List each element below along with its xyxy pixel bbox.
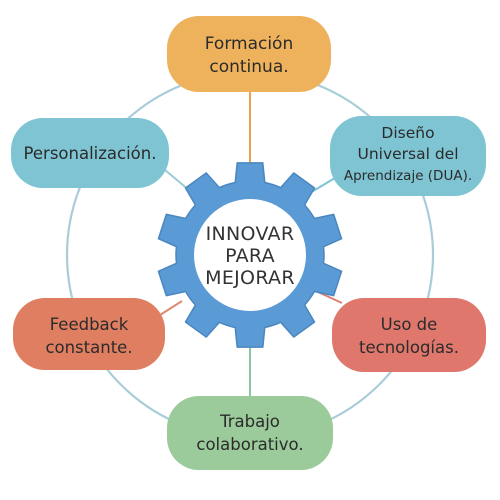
node-personalizacion-line-1: Personalización.	[24, 144, 157, 163]
center-gear: INNOVAR PARA MEJORAR	[157, 162, 343, 348]
center-title-line-2: PARA	[225, 245, 275, 267]
node-diseno-universal-line-1: Diseño	[381, 124, 434, 142]
node-feedback-constante-line-1: Feedback	[50, 315, 129, 334]
node-personalizacion-box	[11, 118, 169, 188]
node-formacion-continua-line-1: Formación	[205, 34, 294, 54]
node-trabajo-colaborativo-box	[167, 396, 333, 470]
node-trabajo-colaborativo-line-1: Trabajo	[219, 412, 280, 431]
node-personalizacion: Personalización.	[11, 118, 169, 188]
node-uso-tecnologias-box	[332, 298, 486, 372]
center-title-line-3: MEJORAR	[205, 267, 295, 289]
node-formacion-continua: Formación continua.	[167, 16, 331, 92]
node-uso-tecnologias-line-1: Uso de	[381, 315, 438, 334]
gear-hub	[194, 199, 306, 311]
node-diseno-universal-line-3: Aprendizaje (DUA).	[344, 168, 472, 184]
connector-feedback	[159, 300, 183, 316]
node-diseno-universal-box	[330, 116, 486, 196]
node-uso-tecnologias: Uso de tecnologías.	[332, 298, 486, 372]
node-formacion-continua-line-2: continua.	[209, 57, 288, 77]
node-diseno-universal-line-2: Universal del	[357, 145, 458, 163]
node-diseno-universal: Diseño Universal del Aprendizaje (DUA).	[330, 116, 486, 196]
node-trabajo-colaborativo-line-2: colaborativo.	[196, 435, 303, 454]
node-feedback-constante: Feedback constante.	[13, 298, 165, 370]
node-feedback-constante-box	[13, 298, 165, 370]
node-uso-tecnologias-line-2: tecnologías.	[359, 338, 459, 357]
node-formacion-continua-box	[167, 16, 331, 92]
node-trabajo-colaborativo: Trabajo colaborativo.	[167, 396, 333, 470]
node-feedback-constante-line-2: constante.	[45, 338, 132, 357]
center-title-line-1: INNOVAR	[206, 223, 295, 245]
